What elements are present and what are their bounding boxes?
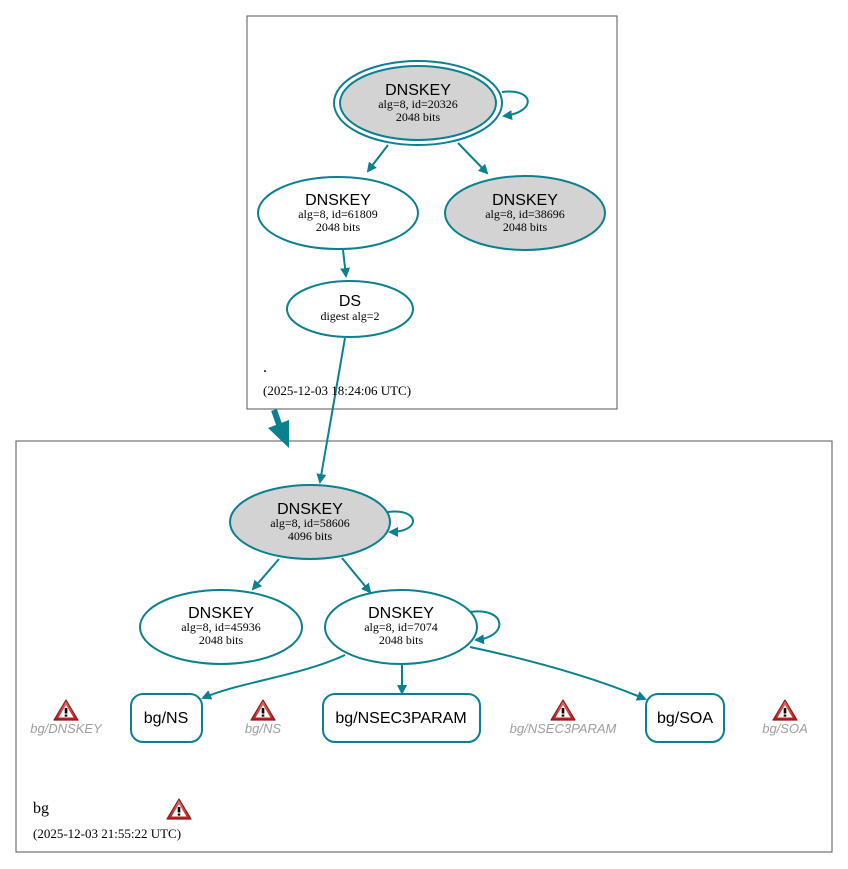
edge-delegation-head bbox=[268, 420, 289, 448]
root-zsk2-id: alg=8, id=38696 bbox=[485, 207, 565, 221]
warning-nsec3param[interactable]: bg/NSEC3PARAM bbox=[510, 699, 617, 736]
root-zone-timestamp: (2025-12-03 18:24:06 UTC) bbox=[263, 383, 411, 398]
warning-triangle-icon bbox=[772, 699, 798, 721]
bg-zone-box bbox=[15, 440, 833, 853]
root-zsk1-title: DNSKEY bbox=[305, 192, 371, 209]
warning-soa-label: bg/SOA bbox=[762, 721, 808, 736]
edge-zskb-to-ns bbox=[201, 654, 346, 700]
root-ds-title: DS bbox=[339, 293, 361, 310]
warning-ns[interactable]: bg/NS bbox=[245, 699, 281, 736]
warning-triangle-icon bbox=[250, 699, 276, 721]
edge-zskb-to-soa bbox=[469, 646, 647, 701]
bg-ksk-id: alg=8, id=58606 bbox=[270, 516, 350, 530]
root-zone-name: . bbox=[263, 359, 267, 376]
bg-ksk-node[interactable]: DNSKEY alg=8, id=58606 4096 bits bbox=[229, 484, 391, 560]
bg-zsk-a-id: alg=8, id=45936 bbox=[181, 620, 261, 634]
bg-zsk-a-title: DNSKEY bbox=[188, 605, 254, 622]
rrset-nsec3param-shape bbox=[322, 693, 481, 743]
root-zsk2-size: 2048 bits bbox=[503, 220, 548, 234]
bg-zsk-b-size: 2048 bits bbox=[379, 633, 424, 647]
warning-triangle-icon bbox=[53, 699, 79, 721]
root-zsk1-shape bbox=[257, 176, 419, 250]
root-ksk-title: DNSKEY bbox=[385, 82, 451, 99]
bg-zsk-b-node[interactable]: DNSKEY alg=8, id=7074 2048 bits bbox=[324, 589, 478, 665]
bg-zsk-b-id: alg=8, id=7074 bbox=[364, 620, 438, 634]
warning-soa[interactable]: bg/SOA bbox=[762, 699, 808, 736]
edge-ds-to-bg-ksk bbox=[316, 337, 346, 484]
root-ksk-node[interactable]: DNSKEY alg=8, id=20326 2048 bits bbox=[333, 60, 503, 146]
root-ds-shape bbox=[286, 280, 414, 338]
bg-zsk-b-title: DNSKEY bbox=[368, 605, 434, 622]
root-zsk2-node[interactable]: DNSKEY alg=8, id=38696 2048 bits bbox=[444, 175, 606, 251]
edge-ksk-to-zsk1 bbox=[366, 144, 389, 173]
rrset-nsec3param-node[interactable]: bg/NSEC3PARAM bbox=[322, 693, 481, 743]
edge-bgksk-to-zskb bbox=[341, 557, 372, 594]
edge-bgksk-to-zska bbox=[251, 558, 280, 591]
root-zsk1-id: alg=8, id=61809 bbox=[298, 207, 378, 221]
edge-zsk1-to-ds bbox=[340, 249, 351, 278]
bg-zsk-b-shape bbox=[324, 589, 478, 665]
bg-zsk-a-shape bbox=[139, 589, 303, 665]
root-ksk-size: 2048 bits bbox=[396, 110, 441, 124]
rrset-soa-node[interactable]: bg/SOA bbox=[645, 693, 725, 743]
rrset-soa-shape bbox=[645, 693, 725, 743]
warning-nsec3param-label: bg/NSEC3PARAM bbox=[510, 721, 617, 736]
edge-bgksk-self bbox=[387, 510, 414, 537]
bg-ksk-size: 4096 bits bbox=[288, 529, 333, 543]
rrset-ns-label: bg/NS bbox=[144, 710, 188, 727]
warning-triangle-icon bbox=[550, 699, 576, 721]
root-ksk-shape bbox=[339, 65, 497, 141]
bg-zone-name: bg bbox=[33, 800, 49, 817]
root-ksk-id: alg=8, id=20326 bbox=[378, 97, 458, 111]
warning-dnskey-label: bg/DNSKEY bbox=[30, 721, 103, 736]
rrset-soa-label: bg/SOA bbox=[657, 710, 713, 727]
warning-triangle-icon[interactable] bbox=[166, 798, 192, 820]
root-zsk2-shape bbox=[444, 175, 606, 251]
bg-zone-timestamp: (2025-12-03 21:55:22 UTC) bbox=[33, 826, 181, 841]
root-ds-digest: digest alg=2 bbox=[320, 309, 379, 323]
rrset-ns-shape bbox=[130, 693, 203, 743]
edge-ksk-to-zsk2 bbox=[457, 142, 489, 175]
bg-ksk-title: DNSKEY bbox=[277, 501, 343, 518]
rrset-ns-node[interactable]: bg/NS bbox=[130, 693, 203, 743]
warning-ns-label: bg/NS bbox=[245, 721, 281, 736]
bg-ksk-shape bbox=[229, 484, 391, 560]
rrset-nsec3param-label: bg/NSEC3PARAM bbox=[335, 710, 466, 727]
edge-zskb-self bbox=[469, 610, 501, 645]
warning-dnskey[interactable]: bg/DNSKEY bbox=[30, 699, 103, 736]
bg-zsk-a-node[interactable]: DNSKEY alg=8, id=45936 2048 bits bbox=[139, 589, 303, 665]
bg-zsk-a-size: 2048 bits bbox=[199, 633, 244, 647]
root-zone-box bbox=[246, 15, 618, 410]
root-zsk1-node[interactable]: DNSKEY alg=8, id=61809 2048 bits bbox=[257, 176, 419, 250]
root-zsk2-title: DNSKEY bbox=[492, 192, 558, 209]
root-ds-node[interactable]: DS digest alg=2 bbox=[286, 280, 414, 338]
root-zsk1-size: 2048 bits bbox=[316, 220, 361, 234]
edge-ksk-self-root bbox=[501, 90, 529, 120]
